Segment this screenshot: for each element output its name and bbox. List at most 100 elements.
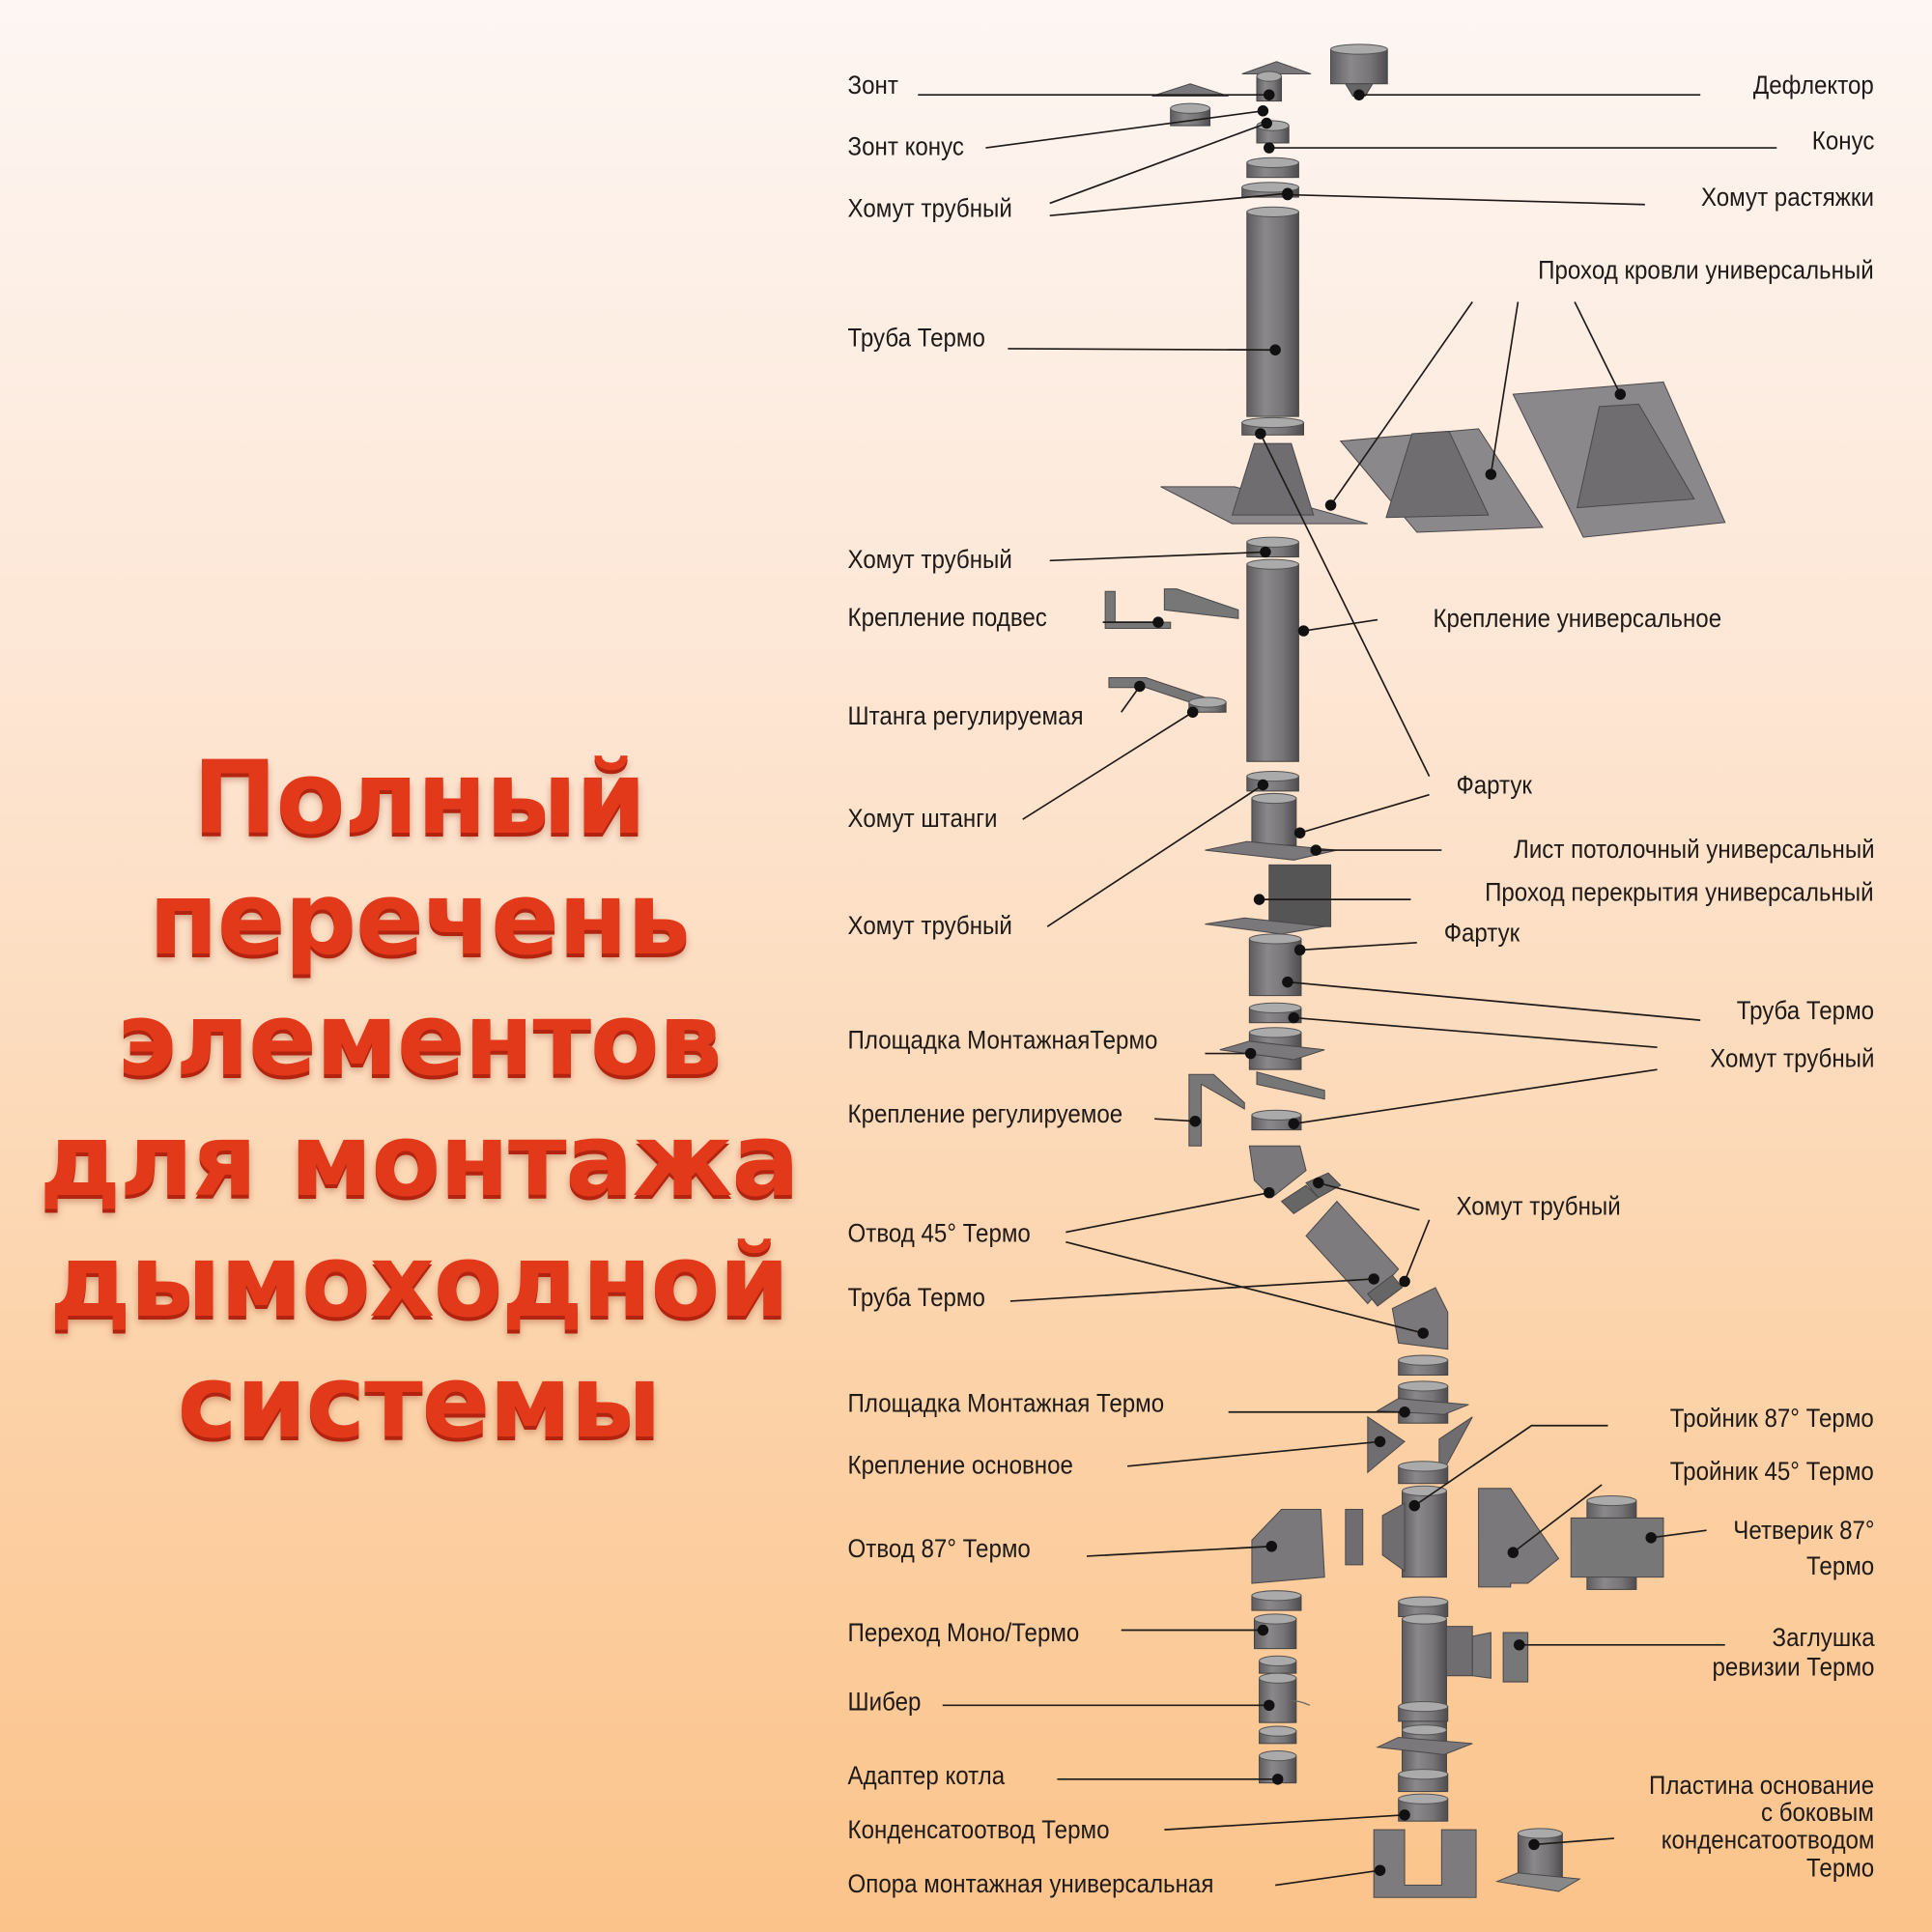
leader-dot xyxy=(1264,1699,1275,1712)
elbow-45 xyxy=(1391,1287,1449,1350)
part-label: Лист потолочный универсальный xyxy=(1513,835,1875,865)
title-line: элементов xyxy=(116,981,723,1099)
pipe-rim xyxy=(1398,1380,1449,1392)
pipe-rim xyxy=(1246,156,1299,168)
part-label: Крепление подвес xyxy=(847,603,1047,633)
leader-dot xyxy=(1293,944,1306,956)
pipe-rim xyxy=(1188,696,1227,708)
leader-dot xyxy=(1269,344,1281,355)
part-label: Хомут трубный xyxy=(847,194,1012,223)
part-label: Конус xyxy=(1811,127,1875,156)
pipe-rim xyxy=(1259,1672,1297,1684)
leader-dot xyxy=(1614,388,1627,400)
leader-dot xyxy=(1189,1115,1201,1127)
leader-dot xyxy=(1282,188,1293,201)
part-label: Заглушка xyxy=(1771,1624,1875,1653)
leader-line xyxy=(1533,1837,1614,1846)
leader-line xyxy=(1293,1016,1658,1049)
pipe-rim xyxy=(1402,1724,1447,1736)
leader-line xyxy=(1574,301,1622,395)
leader-dot xyxy=(1645,1532,1657,1544)
pipe-rim xyxy=(1246,558,1299,570)
leader-dot xyxy=(1528,1838,1540,1851)
inspection-cap xyxy=(1471,1632,1492,1679)
leader-line xyxy=(1299,793,1430,835)
mounting-platform xyxy=(1219,1040,1325,1061)
title-line: Полный xyxy=(192,740,646,858)
part-label: Термо xyxy=(1805,1854,1875,1883)
leader-line xyxy=(1260,433,1431,777)
leader-dot xyxy=(1399,1275,1410,1288)
part-label: Проход перекрытия универсальный xyxy=(1485,878,1875,907)
roof-cone xyxy=(1231,442,1315,516)
part-label: Отвод 45° Термо xyxy=(847,1219,1031,1249)
pipe-rim xyxy=(1586,1494,1637,1507)
leader-line xyxy=(1154,1118,1196,1122)
pipe-rim xyxy=(1246,770,1299,782)
leader-line xyxy=(1049,551,1265,562)
leader-line xyxy=(1086,1545,1272,1557)
part-label: Труба Термо xyxy=(847,1284,985,1313)
elbow-87 xyxy=(1251,1508,1325,1584)
inspection-cap xyxy=(1502,1632,1529,1683)
leader-line xyxy=(1049,122,1267,205)
pipe-rim xyxy=(1246,536,1299,548)
leader-line xyxy=(1164,1813,1406,1831)
part-label: Фартук xyxy=(1455,771,1532,800)
base-plate xyxy=(1494,1872,1581,1892)
leader-dot xyxy=(1288,1011,1300,1024)
page-title: Полный перечень элементов для монтажа ды… xyxy=(25,739,813,1463)
leader-dot xyxy=(1313,1177,1324,1189)
ceiling-pass xyxy=(1268,864,1332,927)
leader-line xyxy=(1287,980,1701,1021)
pipe-rim xyxy=(1248,1002,1302,1013)
part-label: Площадка МонтажнаяТермо xyxy=(847,1026,1158,1055)
pipe-rim xyxy=(1330,43,1388,55)
tee-87 xyxy=(1381,1502,1406,1573)
leader-dot xyxy=(1485,469,1497,480)
leader-dot xyxy=(1408,1499,1421,1512)
part-label: Хомут трубный xyxy=(847,911,1012,941)
pipe-segment xyxy=(1248,938,1302,997)
adjustable-bracket xyxy=(1256,1071,1325,1100)
part-label: Хомут штанги xyxy=(847,804,998,834)
pipe-rim xyxy=(1251,1590,1302,1602)
leader-line xyxy=(1022,711,1194,820)
leader-dot xyxy=(1368,1273,1379,1285)
pipe-rim xyxy=(1398,1596,1449,1607)
damper-handle xyxy=(1287,1699,1311,1706)
pipe-rim xyxy=(1170,102,1211,114)
part-label: Дефлектор xyxy=(1753,71,1875,100)
main-bracket xyxy=(1438,1416,1473,1479)
leader-dot xyxy=(1513,1639,1525,1651)
pipe-rim xyxy=(1253,1613,1297,1625)
leader-line xyxy=(1065,1191,1269,1234)
part-label: Проход кровли универсальный xyxy=(1538,256,1875,285)
part-label: Опора монтажная универсальная xyxy=(847,1870,1214,1899)
part-label: Крепление основное xyxy=(847,1451,1073,1480)
part-label: Пластина основание xyxy=(1648,1772,1875,1801)
part-label: конденсатоотводом xyxy=(1661,1826,1875,1855)
leader-dot xyxy=(1297,625,1310,637)
leader-dot xyxy=(1271,1774,1284,1785)
tee-side xyxy=(1445,1626,1473,1677)
part-label: Крепление регулируемое xyxy=(847,1100,1123,1129)
roof-cone xyxy=(1385,430,1490,519)
pipe-rim xyxy=(1246,206,1299,217)
leader-dot xyxy=(1152,616,1164,628)
part-label: Фартук xyxy=(1443,919,1520,948)
part-label: Труба Термо xyxy=(847,324,985,353)
leader-line xyxy=(1404,1219,1431,1282)
adjustable-bracket xyxy=(1188,1073,1245,1147)
pipe-rim xyxy=(1251,792,1297,805)
leader-line xyxy=(1008,348,1276,352)
pipe-rim xyxy=(1259,1655,1297,1666)
leader-dot xyxy=(1288,1118,1300,1130)
leader-line xyxy=(1303,618,1378,632)
part-label: ревизии Термо xyxy=(1712,1653,1875,1683)
leader-dot xyxy=(1507,1547,1520,1558)
leader-line xyxy=(1299,941,1417,952)
part-label: Тройник 45° Термо xyxy=(1670,1457,1875,1487)
cross-87 xyxy=(1570,1517,1664,1578)
